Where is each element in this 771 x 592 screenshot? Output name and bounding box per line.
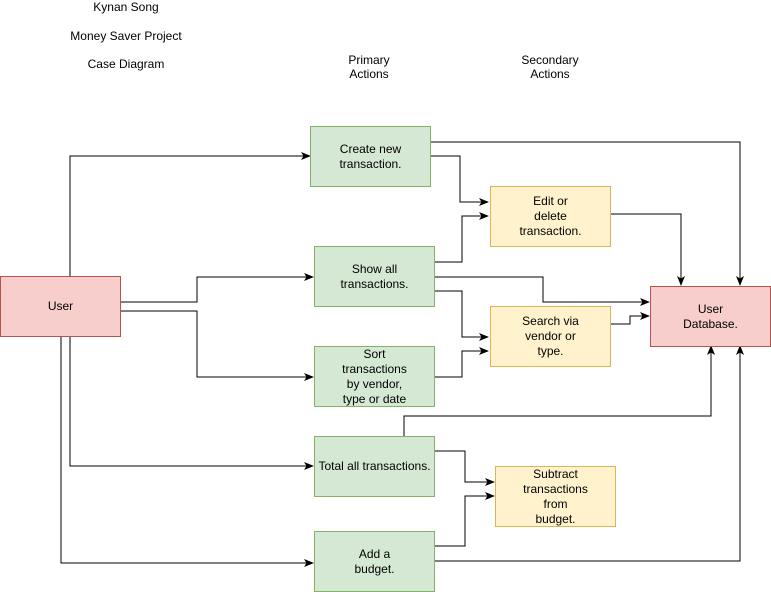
user-database-node[interactable]: User Database. — [650, 286, 771, 347]
edge-total-subtract — [434, 450, 495, 486]
edge-user-budget — [60, 336, 314, 567]
edge-show-edit — [434, 212, 489, 263]
search-transactions-label: Search via vendor or type. — [522, 314, 579, 358]
total-transactions-label: Total all transactions. — [318, 459, 431, 473]
edge-user-create — [69, 152, 311, 306]
create-transaction-label: Create new transaction. — [339, 141, 402, 171]
subtract-from-budget-node[interactable]: Subtract transactions from budget. — [495, 466, 616, 527]
edit-delete-transaction-node[interactable]: Edit or delete transaction. — [490, 186, 611, 247]
user-database-label: User Database. — [683, 301, 738, 331]
sort-transactions-node[interactable]: Sort transactions by vendor, type or dat… — [314, 346, 435, 407]
edge-sort-search — [434, 347, 489, 378]
secondary-actions-header: Secondary Actions — [521, 53, 579, 81]
subtract-from-budget-label: Subtract transactions from budget. — [523, 466, 588, 526]
edge-total-database — [403, 345, 715, 436]
edge-budget-database — [434, 345, 744, 562]
user-actor-node[interactable]: User — [0, 276, 121, 337]
diagram-type-label: Case Diagram — [87, 57, 165, 71]
show-transactions-label: Show all transactions. — [340, 261, 409, 291]
edge-create-database — [430, 141, 744, 286]
user-actor-label: User — [47, 299, 74, 313]
create-transaction-node[interactable]: Create new transaction. — [310, 126, 431, 187]
show-transactions-node[interactable]: Show all transactions. — [314, 246, 435, 307]
edge-user-show — [78, 273, 314, 303]
add-budget-label: Add a budget. — [354, 546, 395, 576]
edge-search-database — [610, 312, 650, 325]
edge-create-edit — [430, 155, 489, 206]
edge-user-sort — [78, 310, 314, 381]
primary-actions-header: Primary Actions — [348, 53, 390, 81]
total-transactions-node[interactable]: Total all transactions. — [314, 436, 435, 497]
author-label: Kynan Song — [93, 0, 159, 14]
search-transactions-node[interactable]: Search via vendor or type. — [490, 306, 611, 367]
edit-delete-transaction-label: Edit or delete transaction. — [519, 194, 582, 238]
edge-budget-subtract — [434, 492, 495, 547]
edge-show-database — [434, 276, 650, 306]
project-title: Money Saver Project — [70, 29, 182, 43]
sort-transactions-label: Sort transactions by vendor, type or dat… — [342, 346, 407, 406]
add-budget-node[interactable]: Add a budget. — [314, 531, 435, 592]
edge-show-search — [434, 290, 489, 341]
edge-user-total — [69, 311, 314, 470]
